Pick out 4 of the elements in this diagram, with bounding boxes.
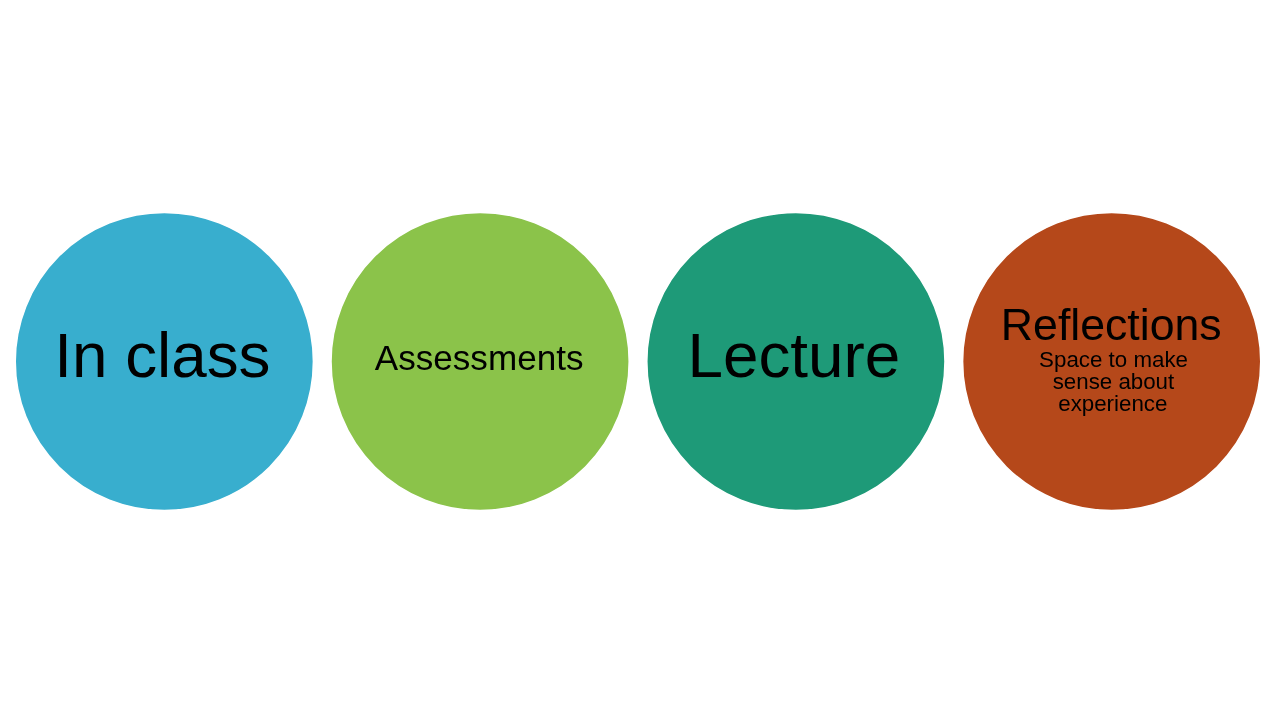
- node-circle: Lecture: [645, 211, 946, 512]
- node-circle: Assessments: [330, 211, 631, 512]
- node-circle: In class: [14, 211, 315, 512]
- node-circle: Reflections Space to make sense about experience: [961, 211, 1262, 512]
